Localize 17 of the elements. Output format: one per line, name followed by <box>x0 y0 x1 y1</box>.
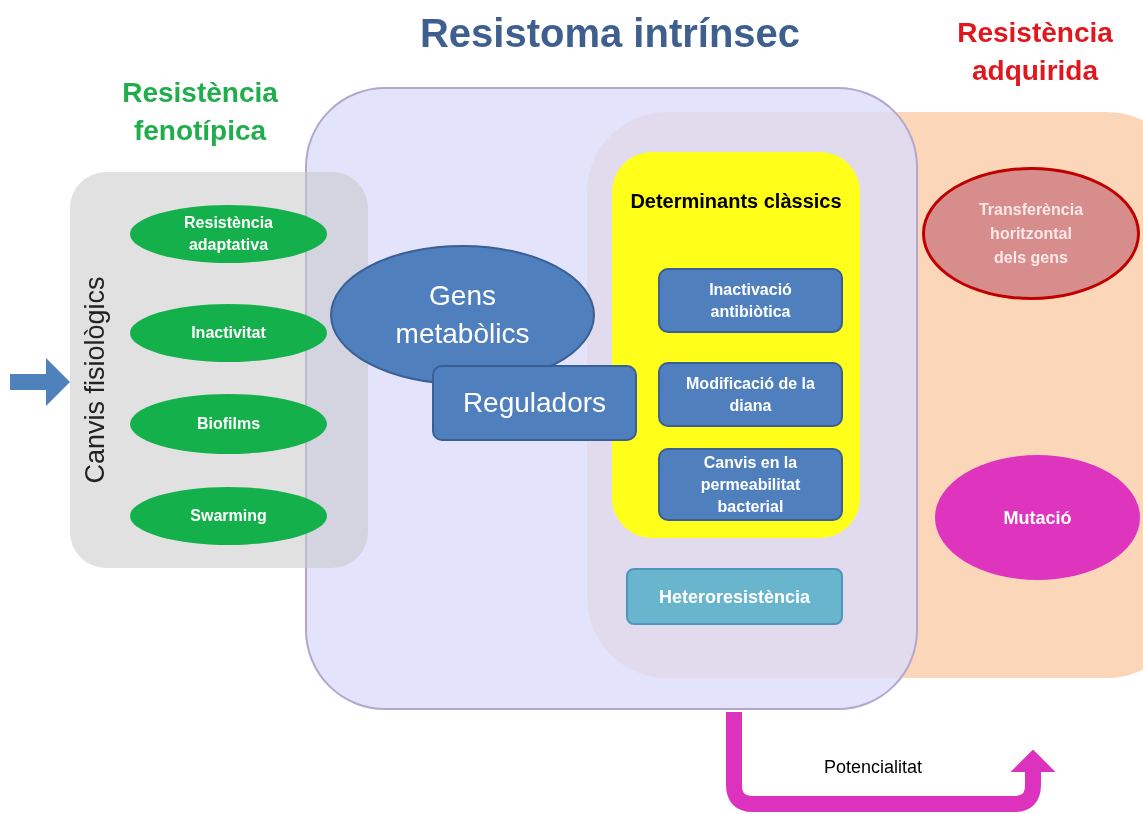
arrow <box>726 712 1056 812</box>
mechanism-oval: Resistència adaptativa <box>130 205 327 263</box>
mechanism-box: Modificació de la diana <box>658 362 843 427</box>
vertical-label: Canvis fisiològics <box>78 276 111 484</box>
group-heading: Resistoma intrínsec <box>418 10 802 57</box>
determinants-panel <box>612 152 860 538</box>
mechanism-box: Inactivació antibiòtica <box>658 268 843 333</box>
arrow <box>10 358 70 406</box>
mechanism-oval: Swarming <box>130 487 327 545</box>
mechanism-oval: Inactivitat <box>130 304 327 362</box>
regulator-box: Reguladors <box>432 365 637 441</box>
mechanism-box: Canvis en la permeabilitat bacterial <box>658 448 843 521</box>
group-heading: Resistència adquirida <box>956 16 1114 88</box>
panel-heading: Determinants clàssics <box>629 189 843 214</box>
mechanism-box: Heteroresistència <box>626 568 843 625</box>
group-heading: Resistència fenotípica <box>121 76 279 148</box>
mechanism-oval: Biofilms <box>130 394 327 454</box>
